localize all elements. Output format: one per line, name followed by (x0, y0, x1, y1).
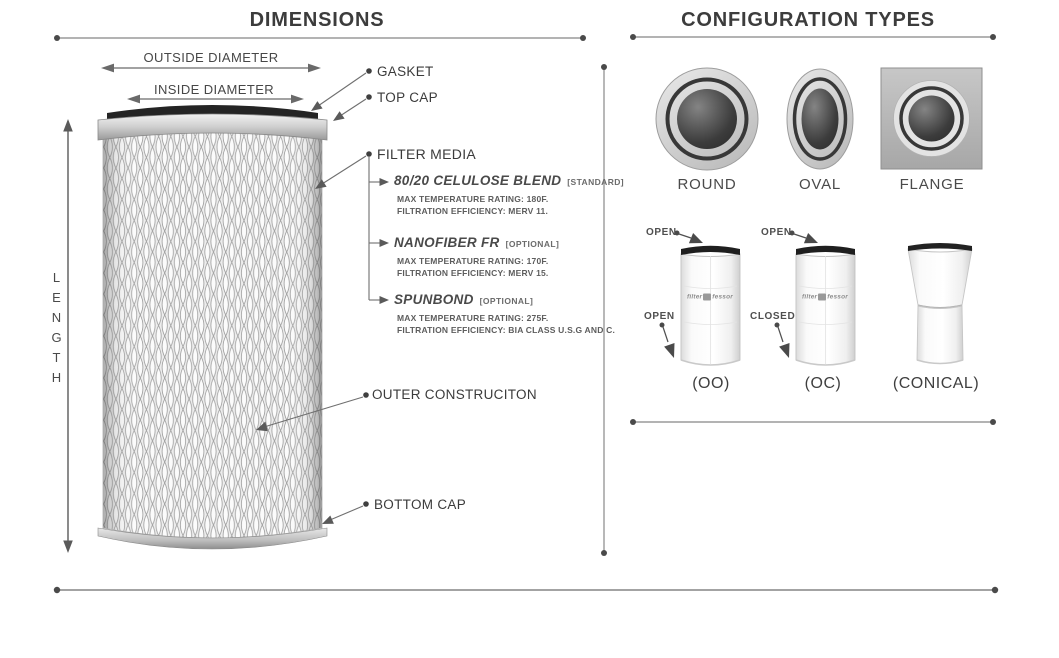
filter-cartridge-illustration (97, 105, 328, 550)
spec-line: MAX TEMPERATURE RATING: 275F. (397, 313, 549, 323)
spec-line: MAX TEMPERATURE RATING: 170F. (397, 256, 549, 266)
oo-bottom-open-label: OPEN (644, 311, 675, 322)
spec-line: FILTRATION EFFICIENCY: MERV 15. (397, 268, 549, 278)
brand-prefix: filter (801, 293, 818, 301)
length-arrow (63, 119, 73, 553)
graduation-cap-icon (703, 293, 712, 301)
media-option-1-name: 80/20 CELULOSE BLEND (394, 173, 562, 188)
outside-diameter-arrow (101, 63, 321, 73)
bottom-cap-graphic (97, 527, 328, 550)
oval-label: OVAL (798, 176, 842, 193)
outside-diameter-label: OUTSIDE DIAMETER (143, 50, 279, 65)
configuration-header-rule (630, 34, 996, 40)
spec-line: FILTRATION EFFICIENCY: BIA CLASS U.S.G A… (397, 325, 616, 335)
gasket-graphic (107, 105, 318, 122)
flange-shape (880, 67, 983, 170)
top-cap-graphic (97, 113, 328, 141)
media-option-3: SPUNBOND [OPTIONAL] (394, 292, 533, 307)
inside-diameter-label: INSIDE DIAMETER (153, 82, 275, 97)
spec-line: FILTRATION EFFICIENCY: MERV 11. (397, 206, 549, 216)
brand-logo: filter fessor (686, 293, 734, 301)
filter-media-label: FILTER MEDIA (377, 146, 477, 162)
outer-construction-label: OUTER CONSTRUCITON (372, 387, 537, 402)
top-cap-label: TOP CAP (377, 90, 438, 105)
media-option-1-specs: MAX TEMPERATURE RATING: 180F. FILTRATION… (397, 193, 548, 217)
spec-line: MAX TEMPERATURE RATING: 180F. (397, 194, 549, 204)
port-arrows (659, 230, 818, 358)
media-option-3-tag: [OPTIONAL] (479, 296, 534, 306)
oc-top-open-label: OPEN (761, 227, 792, 238)
media-option-3-name: SPUNBOND (394, 292, 474, 307)
callout-leaders (256, 68, 389, 524)
media-option-2-tag: [OPTIONAL] (505, 239, 560, 249)
oc-label: (OC) (804, 375, 842, 392)
oo-top-open-label: OPEN (646, 227, 677, 238)
oo-label: (OO) (692, 375, 730, 392)
gasket-label: GASKET (377, 64, 434, 79)
brand-logo: filter fessor (801, 293, 849, 301)
graduation-cap-icon (818, 293, 827, 301)
conical-label: (CONICAL) (892, 375, 980, 392)
oo-cartridge (680, 245, 741, 366)
brand-suffix: fessor (827, 293, 849, 301)
media-option-1-tag: [STANDARD] (567, 177, 625, 187)
media-option-2-specs: MAX TEMPERATURE RATING: 170F. FILTRATION… (397, 255, 549, 279)
length-label: LENGTH (49, 270, 64, 390)
media-option-2: NANOFIBER FR [OPTIONAL] (394, 235, 559, 250)
round-shape (655, 67, 759, 171)
flange-label: FLANGE (899, 176, 965, 193)
brand-prefix: filter (686, 293, 703, 301)
dimensions-title: DIMENSIONS (249, 9, 385, 31)
oc-bottom-closed-label: CLOSED (750, 311, 796, 322)
bottom-cap-label: BOTTOM CAP (374, 497, 467, 512)
conical-cartridge (907, 243, 973, 365)
inside-diameter-arrow (127, 94, 304, 104)
section-divider-rule (601, 64, 607, 556)
dimensions-header-rule (54, 35, 586, 41)
round-label: ROUND (677, 176, 737, 193)
media-option-1: 80/20 CELULOSE BLEND [STANDARD] (394, 173, 624, 188)
configuration-mid-rule (630, 419, 996, 425)
oval-shape (786, 68, 854, 170)
brand-suffix: fessor (712, 293, 734, 301)
media-option-3-specs: MAX TEMPERATURE RATING: 275F. FILTRATION… (397, 312, 615, 336)
oc-cartridge (795, 245, 856, 366)
configuration-title: CONFIGURATION TYPES (681, 9, 935, 31)
bottom-rule (53, 586, 999, 594)
media-option-2-name: NANOFIBER FR (394, 235, 500, 250)
